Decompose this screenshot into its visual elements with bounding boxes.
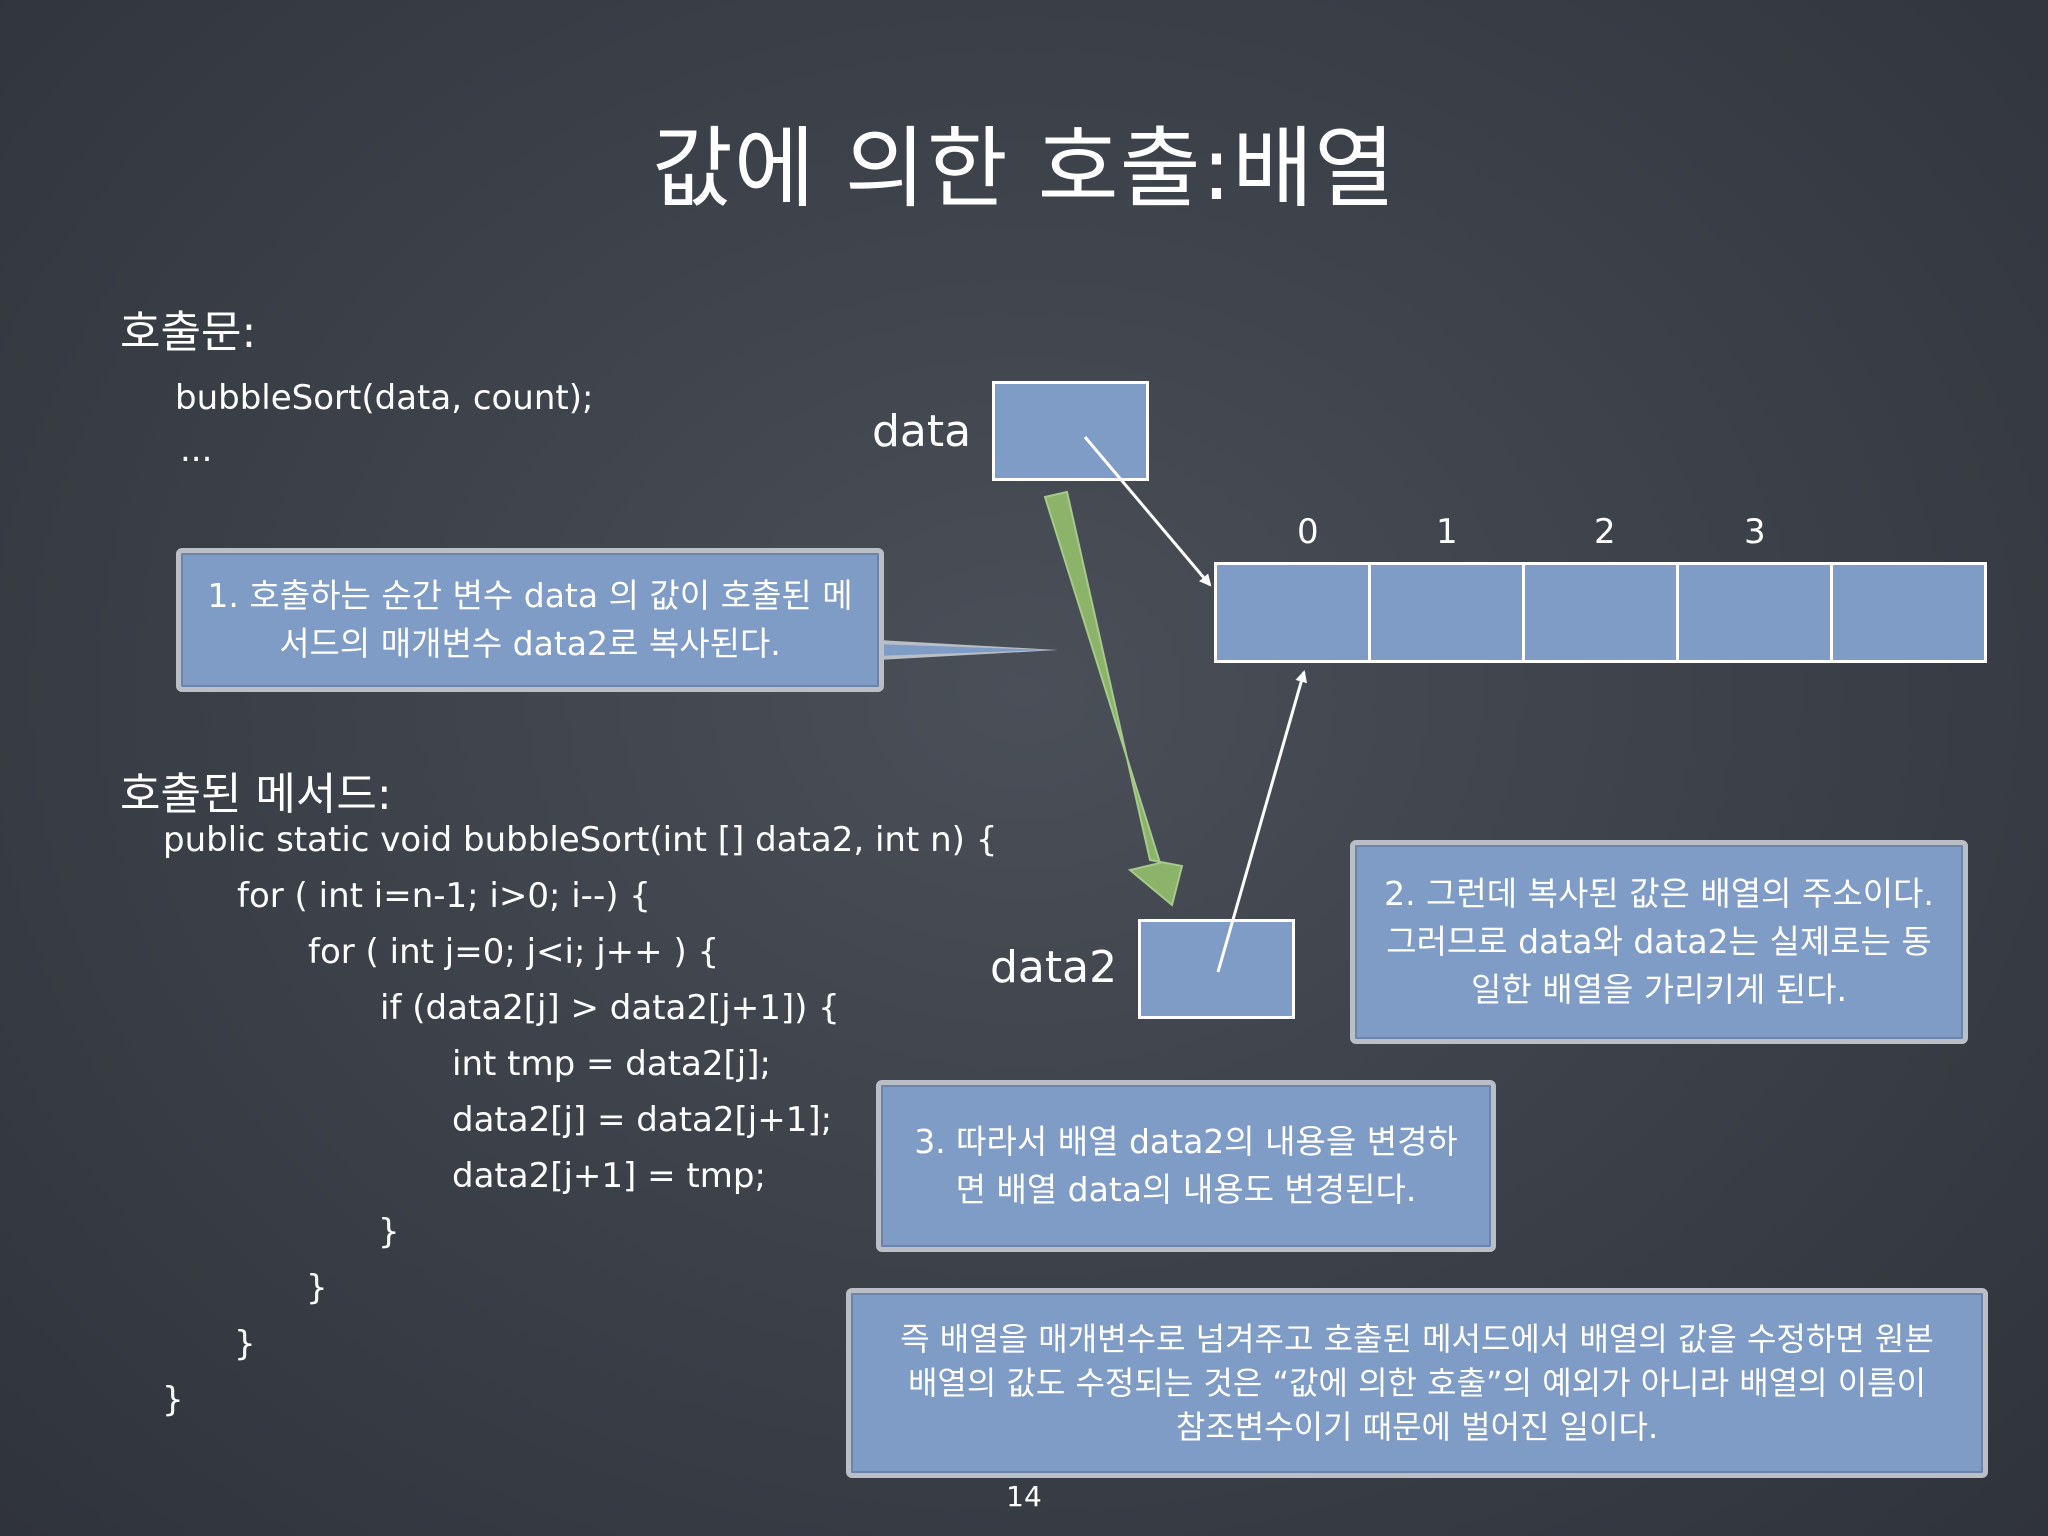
- code-line: }: [306, 1268, 328, 1308]
- code-line: if (data2[j] > data2[j+1]) {: [380, 988, 840, 1028]
- data2-to-array-arrow: [1216, 670, 1308, 973]
- code-line: data2[j] = data2[j+1];: [452, 1100, 833, 1140]
- data-variable-box: [992, 381, 1149, 481]
- call-code-line: bubbleSort(data, count);: [175, 378, 594, 418]
- code-line: for ( int j=0; j<i; j++ ) {: [308, 932, 720, 972]
- code-line: for ( int i=n-1; i>0; i--) {: [237, 876, 651, 916]
- callout-text: 3. 따라서 배열 data2의 내용을 변경하: [914, 1122, 1458, 1161]
- slide-title: 값에 의한 호출:배열: [651, 117, 1397, 220]
- data2-variable-box: [1138, 919, 1295, 1019]
- callout-text: 면 배열 data의 내용도 변경된다.: [955, 1170, 1417, 1209]
- code-line: }: [162, 1380, 184, 1420]
- code-line: public static void bubbleSort(int [] dat…: [163, 820, 998, 860]
- data-to-array-arrow: [1083, 436, 1212, 587]
- array-cell: [1830, 562, 1987, 663]
- label-data: data: [872, 406, 972, 457]
- code-line: }: [234, 1324, 256, 1364]
- code-line: data2[j+1] = tmp;: [452, 1156, 766, 1196]
- code-line: int tmp = data2[j];: [452, 1044, 771, 1084]
- array-index: 1: [1436, 512, 1458, 552]
- callout-text: 일한 배열을 가리키게 된다.: [1471, 970, 1847, 1009]
- array-index: 2: [1594, 512, 1616, 552]
- callout-conclusion: 즉 배열을 매개변수로 넘겨주고 호출된 메서드에서 배열의 값을 수정하면 원…: [846, 1288, 1988, 1478]
- callout-same-array: 2. 그런데 복사된 값은 배열의 주소이다. 그러므로 data와 data2…: [1350, 840, 1968, 1044]
- array-index: 0: [1297, 512, 1319, 552]
- callout-text: 2. 그런데 복사된 값은 배열의 주소이다.: [1384, 874, 1934, 913]
- callout-text: 배열의 값도 수정되는 것은 “값에 의한 호출”의 예외가 아니라 배열의 이…: [907, 1364, 1927, 1402]
- page-number: 14: [1006, 1480, 1042, 1513]
- array-cell: [1368, 562, 1525, 663]
- method-heading: 호출된 메서드:: [120, 769, 392, 820]
- code-line: }: [378, 1212, 400, 1252]
- callout-text: 즉 배열을 매개변수로 넘겨주고 호출된 메서드에서 배열의 값을 수정하면 원…: [900, 1320, 1934, 1358]
- callout-text: 참조변수이기 때문에 벌어진 일이다.: [1175, 1408, 1659, 1446]
- array-cell: [1522, 562, 1679, 663]
- call-code-ellipsis: ...: [180, 430, 213, 470]
- array-cell: [1214, 562, 1371, 663]
- callout-text: 서드의 매개변수 data2로 복사된다.: [279, 624, 781, 663]
- label-data2: data2: [990, 942, 1118, 993]
- callout-modify-array: 3. 따라서 배열 data2의 내용을 변경하 면 배열 data의 내용도 …: [876, 1080, 1496, 1252]
- copy-arrow-green: [1043, 490, 1184, 907]
- array-index: 3: [1744, 512, 1766, 552]
- callout-text: 그러므로 data와 data2는 실제로는 동: [1386, 922, 1932, 961]
- callout-text: 1. 호출하는 순간 변수 data 의 값이 호출된 메: [207, 576, 853, 615]
- callout-1-pointer-fill: [874, 644, 1050, 656]
- callout-copy-address: 1. 호출하는 순간 변수 data 의 값이 호출된 메 서드의 매개변수 d…: [176, 548, 884, 692]
- call-heading: 호출문:: [120, 307, 257, 358]
